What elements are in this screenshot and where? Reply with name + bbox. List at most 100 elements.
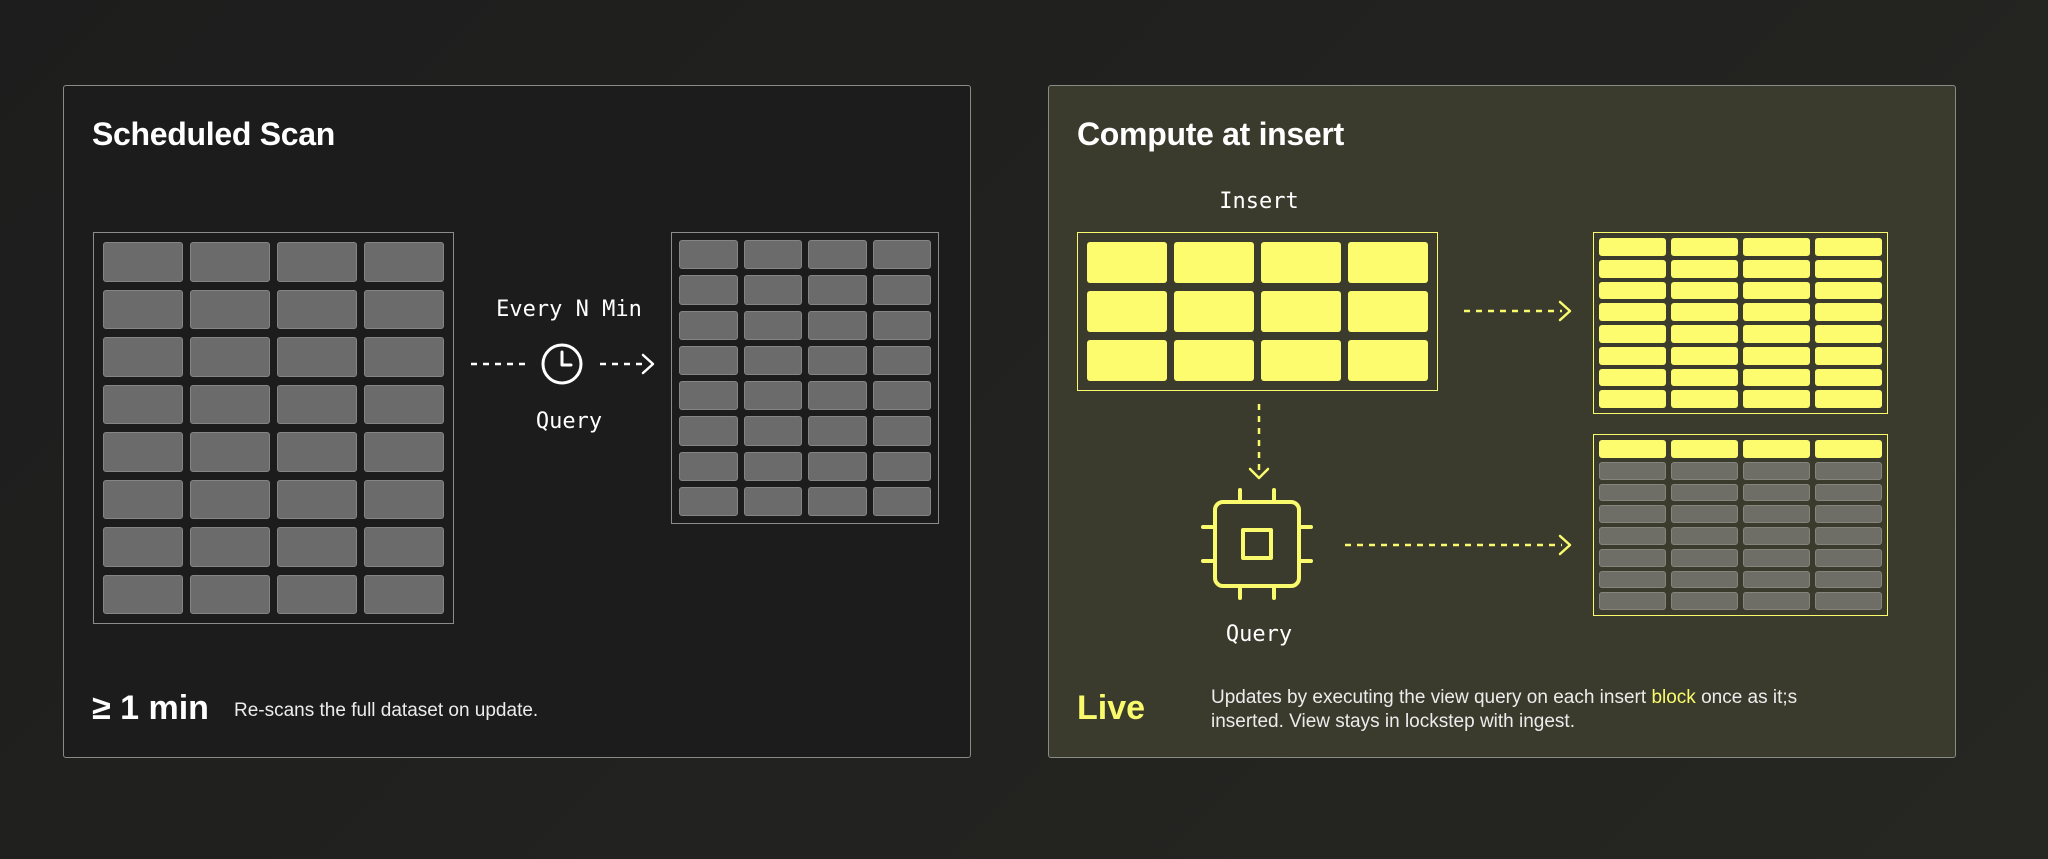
table-cell bbox=[1743, 548, 1810, 567]
table-cell bbox=[743, 381, 802, 411]
table-cell bbox=[364, 479, 444, 519]
table-cell bbox=[1599, 368, 1666, 387]
latency-metric: ≥ 1 min bbox=[92, 689, 209, 727]
table-cell bbox=[1743, 440, 1810, 458]
table-cell bbox=[743, 416, 802, 446]
table-cell bbox=[1599, 390, 1666, 408]
panel-title: Scheduled Scan bbox=[92, 116, 335, 152]
insert-label: Insert bbox=[1219, 189, 1299, 214]
table-cell bbox=[1815, 259, 1882, 278]
table-cell bbox=[808, 451, 867, 481]
table-cell bbox=[1599, 483, 1666, 502]
table-cell bbox=[872, 416, 931, 446]
table-cell bbox=[1599, 281, 1666, 300]
table-cell bbox=[679, 486, 738, 516]
table-cell bbox=[808, 381, 867, 411]
table-cell bbox=[679, 416, 738, 446]
table-cell bbox=[743, 486, 802, 516]
table-cell bbox=[1815, 592, 1882, 610]
table-cell bbox=[808, 310, 867, 340]
table-cell bbox=[1815, 325, 1882, 343]
table-cell bbox=[1743, 570, 1810, 589]
table-cell bbox=[1743, 527, 1810, 545]
table-cell bbox=[679, 381, 738, 411]
table-cell bbox=[364, 574, 444, 614]
table-cell bbox=[872, 345, 931, 375]
table-cell bbox=[1671, 346, 1738, 365]
description-text: Updates by executing the view query on e… bbox=[1211, 687, 1652, 708]
table-cell bbox=[1087, 340, 1167, 381]
table-cell bbox=[1671, 570, 1738, 589]
table-cell bbox=[1599, 570, 1666, 589]
table-cell bbox=[1815, 303, 1882, 321]
table-cell bbox=[872, 310, 931, 340]
table-cell bbox=[364, 289, 444, 329]
table-cell bbox=[1671, 505, 1738, 523]
table-cell bbox=[364, 384, 444, 424]
table-cell bbox=[103, 337, 183, 377]
table-cell bbox=[1671, 368, 1738, 387]
table-cell bbox=[808, 416, 867, 446]
scheduled-scan-panel: Scheduled Scan Every N Min Query ≥ 1 min… bbox=[63, 85, 971, 758]
table-cell bbox=[1671, 259, 1738, 278]
table-cell bbox=[1743, 259, 1810, 278]
table-cell bbox=[679, 310, 738, 340]
table-cell bbox=[190, 527, 270, 567]
table-cell bbox=[1743, 461, 1810, 480]
table-cell bbox=[190, 337, 270, 377]
table-cell bbox=[872, 486, 931, 516]
table-cell bbox=[103, 479, 183, 519]
table-cell bbox=[872, 381, 931, 411]
table-cell bbox=[1599, 461, 1666, 480]
table-cell bbox=[1348, 242, 1428, 283]
table-cell bbox=[1599, 259, 1666, 278]
table-cell bbox=[1743, 238, 1810, 256]
table-cell bbox=[103, 384, 183, 424]
table-cell bbox=[872, 240, 931, 270]
table-cell bbox=[1815, 440, 1882, 458]
table-cell bbox=[1815, 368, 1882, 387]
table-cell bbox=[190, 479, 270, 519]
table-cell bbox=[1599, 592, 1666, 610]
table-cell bbox=[277, 479, 357, 519]
table-cell bbox=[1743, 303, 1810, 321]
table-cell bbox=[1671, 548, 1738, 567]
table-cell bbox=[743, 310, 802, 340]
table-cell bbox=[190, 432, 270, 472]
table-cell bbox=[1174, 291, 1254, 332]
query-label: Query bbox=[535, 409, 603, 434]
target-view-grid-partial bbox=[1593, 434, 1888, 616]
target-view-grid-full bbox=[1593, 232, 1888, 414]
table-cell bbox=[1743, 325, 1810, 343]
table-cell bbox=[872, 451, 931, 481]
table-cell bbox=[1671, 527, 1738, 545]
table-cell bbox=[277, 432, 357, 472]
table-cell bbox=[1599, 548, 1666, 567]
table-cell bbox=[808, 275, 867, 305]
compute-at-insert-panel: Compute at insert Insert Query Live Upda… bbox=[1048, 85, 1956, 758]
table-cell bbox=[1348, 291, 1428, 332]
table-cell bbox=[1671, 592, 1738, 610]
table-cell bbox=[190, 242, 270, 282]
table-cell bbox=[1671, 303, 1738, 321]
table-cell bbox=[1599, 325, 1666, 343]
result-table-grid bbox=[671, 232, 939, 524]
table-cell bbox=[1599, 527, 1666, 545]
insert-block-grid bbox=[1077, 232, 1438, 391]
table-cell bbox=[277, 242, 357, 282]
table-cell bbox=[1599, 303, 1666, 321]
table-cell bbox=[103, 242, 183, 282]
cpu-chip-icon bbox=[1201, 488, 1313, 600]
table-cell bbox=[1743, 483, 1810, 502]
table-cell bbox=[190, 384, 270, 424]
table-cell bbox=[743, 451, 802, 481]
table-cell bbox=[1815, 570, 1882, 589]
table-cell bbox=[1348, 340, 1428, 381]
clock-icon bbox=[541, 343, 583, 385]
table-cell bbox=[1671, 238, 1738, 256]
description-highlight: block bbox=[1651, 687, 1696, 708]
table-cell bbox=[1743, 505, 1810, 523]
table-cell bbox=[743, 275, 802, 305]
table-cell bbox=[1174, 340, 1254, 381]
table-cell bbox=[808, 345, 867, 375]
